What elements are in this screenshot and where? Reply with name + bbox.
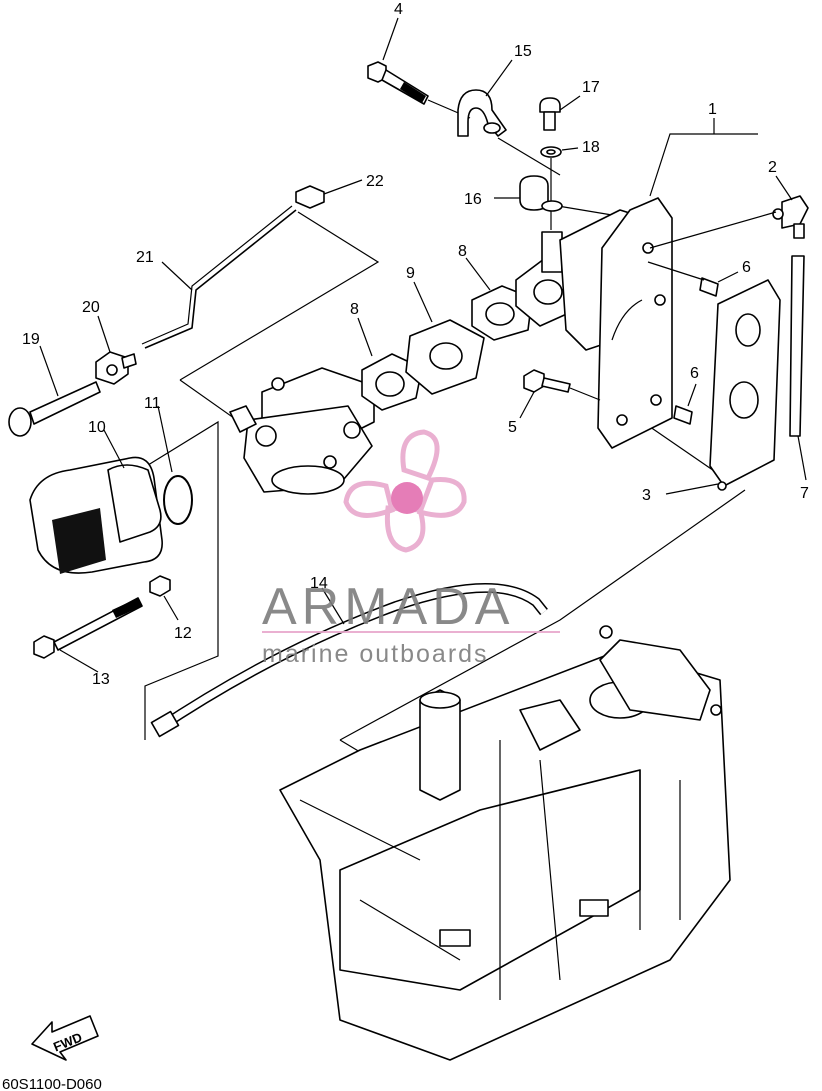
clip-part-22 [295,179,363,209]
washer-part-18 [540,146,579,230]
clamp-part-15 [457,59,561,176]
callout-18: 18 [582,139,600,156]
nut-part-20 [95,315,137,385]
callout-9: 9 [406,265,415,282]
callout-21: 21 [136,249,154,266]
callout-16: 16 [464,191,482,208]
armada-watermark: ARMADA marine outboards [262,429,560,668]
dowel-part-6-lower [673,383,697,425]
callout-6-lower: 6 [690,365,699,382]
manifold-plate-part-1 [597,118,758,449]
callout-20: 20 [82,299,100,316]
dowel-part-6-upper [647,261,739,297]
callout-22: 22 [366,173,384,190]
bolt-part-13 [33,597,143,673]
callout-5: 5 [508,419,517,436]
callout-1: 1 [708,101,717,118]
hose-part-7 [789,255,807,481]
cylinder-block [279,625,731,1061]
hose-part-14 [150,582,548,738]
diagram-code: 60S1100-D060 [2,1076,102,1091]
callout-8-right: 8 [458,243,467,260]
fitting-part-2 [649,175,809,249]
callout-11: 11 [144,395,161,412]
callout-4: 4 [394,1,403,18]
callout-3: 3 [642,487,651,504]
bolt-part-5 [519,369,601,419]
callout-12: 12 [174,625,192,642]
callout-6-upper: 6 [742,259,751,276]
callout-13: 13 [92,671,110,688]
nut-part-12 [149,575,179,621]
watermark-brand: ARMADA [262,578,514,636]
forward-direction-indicator: FWD [31,1015,99,1061]
callout-7: 7 [800,485,809,502]
gasket-part-3 [665,279,781,495]
bolt-part-4 [367,17,471,119]
intake-silencer-part-10 [29,429,163,574]
knob-part-19 [8,345,101,437]
o-ring-part-11 [157,405,193,525]
spacer-part-9 [405,281,485,395]
callout-17: 17 [582,79,600,96]
callout-2: 2 [768,159,777,176]
cap-part-16 [494,175,563,212]
propeller-logo-icon [343,429,467,553]
callout-14: 14 [310,575,328,592]
carburetor [229,367,375,495]
rod-part-21 [141,205,297,349]
callout-19: 19 [22,331,40,348]
callout-10: 10 [88,419,106,436]
watermark-tagline: marine outboards [262,640,489,668]
assembly-brackets [139,204,746,753]
callouts: 1 2 3 4 5 6 6 7 8 8 9 10 11 12 13 14 15 … [22,1,809,688]
bolt-part-17 [539,95,581,131]
callout-15: 15 [514,43,532,60]
callout-8-left: 8 [350,301,359,318]
